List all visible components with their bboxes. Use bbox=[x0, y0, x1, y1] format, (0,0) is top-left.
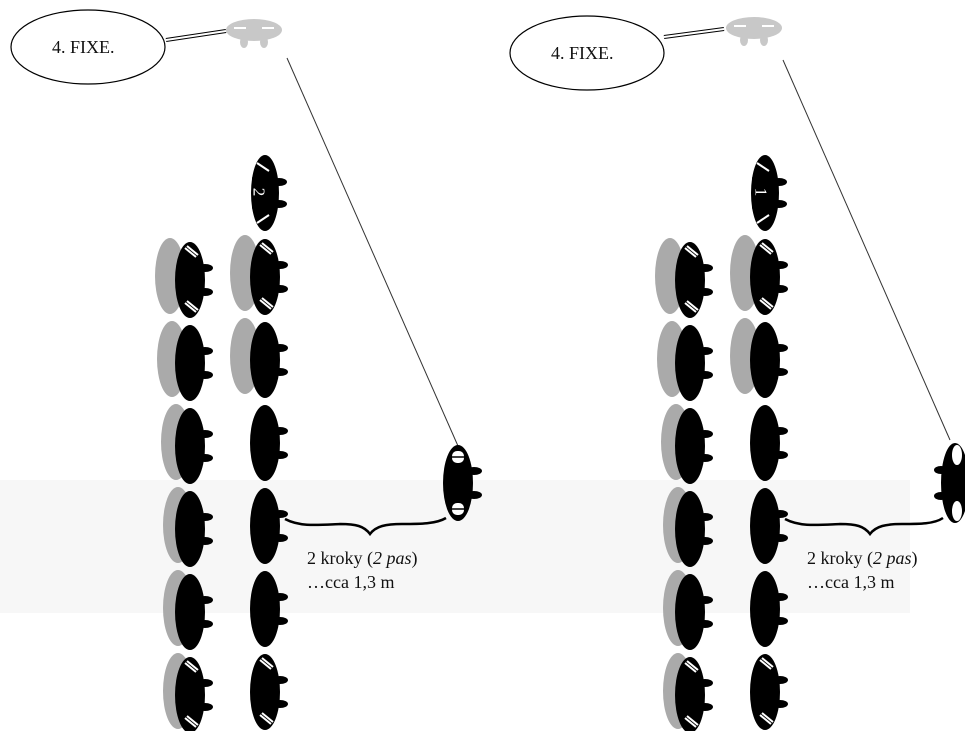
sight-line bbox=[286, 57, 459, 447]
panel-right bbox=[509, 15, 965, 731]
distance-brace bbox=[784, 516, 944, 537]
column-outer bbox=[155, 238, 213, 731]
distance-approx: …cca 1,3 m bbox=[807, 572, 895, 592]
panel-left bbox=[10, 9, 482, 731]
distance-steps-line: 2 kroky (2 pas) bbox=[807, 548, 918, 568]
distance-brace bbox=[284, 516, 447, 537]
marker-soldier bbox=[934, 443, 965, 523]
marker-soldier bbox=[443, 445, 482, 521]
column-inner bbox=[230, 235, 288, 730]
distance-approx: …cca 1,3 m bbox=[307, 572, 395, 592]
distance-label: 2 kroky (2 pas) …cca 1,3 m bbox=[307, 546, 418, 594]
commander-figure bbox=[225, 18, 283, 49]
file-number: 1 bbox=[751, 187, 771, 197]
sight-line bbox=[782, 59, 951, 441]
distance-steps-line: 2 kroky (2 pas) bbox=[307, 548, 418, 568]
column-outer bbox=[655, 238, 713, 731]
callout-text: 4. FIXE. bbox=[52, 37, 115, 57]
column-inner bbox=[730, 235, 788, 730]
commander-figure bbox=[725, 16, 783, 47]
callout-bubble bbox=[10, 9, 166, 85]
callout-text: 4. FIXE. bbox=[551, 43, 614, 63]
callout-bubble bbox=[509, 15, 665, 91]
distance-label: 2 kroky (2 pas) …cca 1,3 m bbox=[807, 546, 918, 594]
file-number: 2 bbox=[249, 187, 269, 197]
